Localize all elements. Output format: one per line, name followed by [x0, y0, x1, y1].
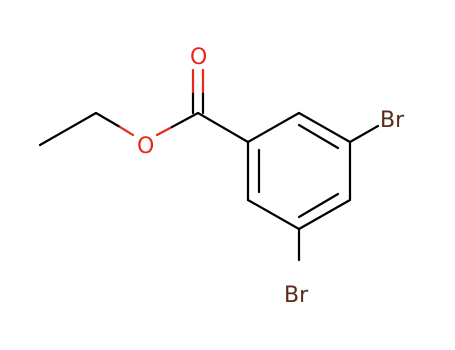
atom-label-o-ester: O	[137, 134, 154, 159]
atom-label-br-top: Br	[380, 108, 405, 133]
ring-bond-5	[246, 198, 301, 231]
bond-ch2-o-ester-red	[118, 125, 135, 137]
bond-c-ring	[196, 111, 250, 144]
bond-ring-br-top	[348, 124, 380, 144]
bond-o-ester-c-red	[155, 125, 174, 137]
ring-bond-2	[297, 111, 352, 144]
ring-bond-4	[297, 198, 352, 231]
bond-o-ester-c-black	[170, 111, 200, 129]
bond-ch3-ch2	[38, 111, 98, 147]
ring-inner-bond-b	[297, 123, 340, 150]
ring-inner-bond-c	[297, 192, 340, 219]
bond-ch2-o-ester-black	[94, 111, 122, 129]
ring-bond-1	[246, 111, 301, 144]
atom-label-br-bottom: Br	[284, 283, 309, 308]
atom-label-o-carbonyl: O	[190, 45, 207, 70]
